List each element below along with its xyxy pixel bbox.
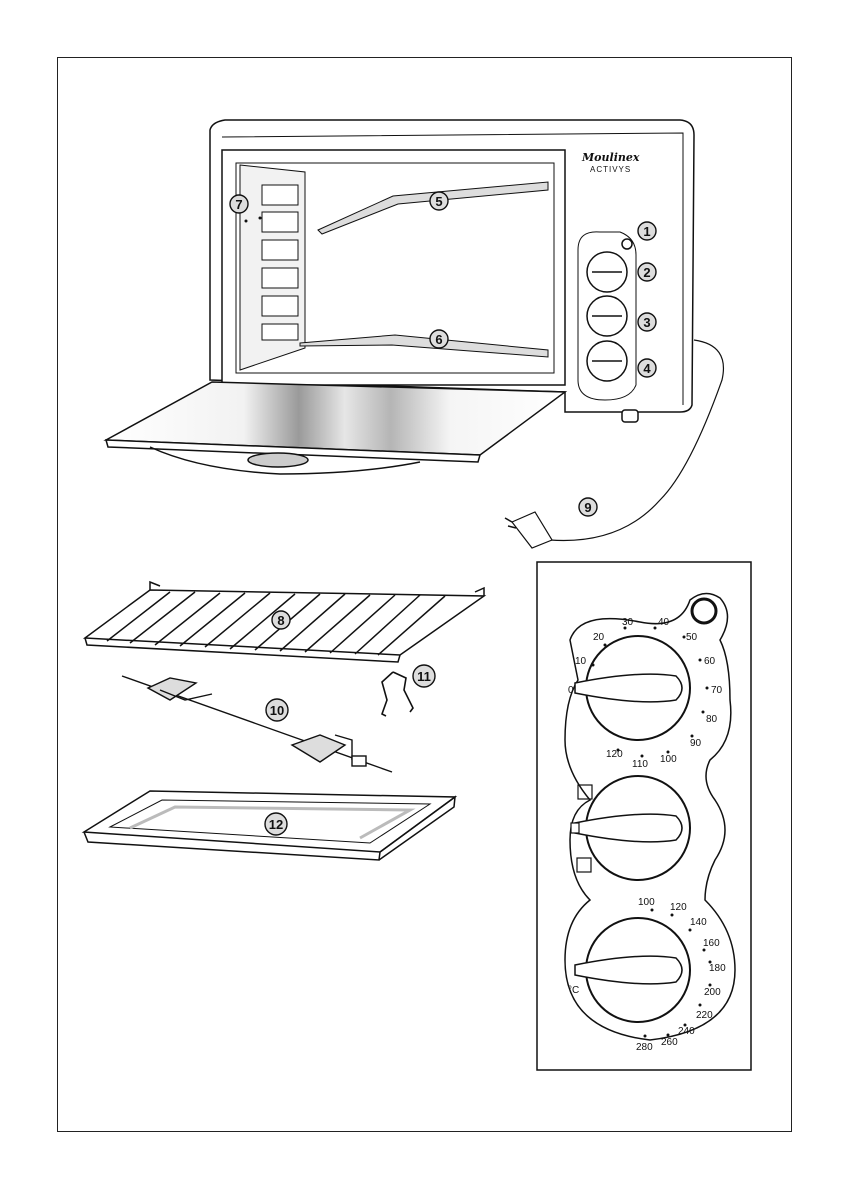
timer-tick: 70	[711, 685, 723, 696]
temperature-tick: 240	[678, 1026, 695, 1037]
temperature-tick: 220	[696, 1010, 713, 1021]
timer-tick: 100	[660, 754, 677, 765]
timer-tick: 10	[575, 656, 587, 667]
temperature-tick: 120	[670, 902, 687, 913]
rotisserie-spit	[122, 676, 392, 772]
callout-1: 1	[643, 224, 650, 239]
timer-tick: 90	[690, 738, 702, 749]
timer-tick: 40	[658, 617, 670, 628]
timer-tick: 120	[606, 749, 623, 760]
callout-7: 7	[235, 197, 242, 212]
callout-5: 5	[435, 194, 442, 209]
power-plug	[512, 512, 552, 548]
callout-11: 11	[417, 669, 431, 684]
timer-tick: 60	[704, 656, 716, 667]
callout-2: 2	[643, 265, 650, 280]
callout-6: 6	[435, 332, 442, 347]
brand-logo: Moulinex	[581, 151, 640, 164]
callout-12: 12	[269, 817, 283, 832]
timer-tick: 20	[593, 632, 605, 643]
timer-tick: 0	[568, 685, 574, 696]
oven-foot	[622, 410, 638, 422]
temperature-unit: °C	[568, 985, 579, 996]
temperature-tick: 200	[704, 987, 721, 998]
temperature-tick: 140	[690, 917, 707, 928]
callout-10: 10	[270, 703, 284, 718]
callout-4: 4	[643, 361, 651, 376]
timer-tick: 50	[686, 632, 698, 643]
door-handle-grip	[248, 453, 308, 467]
spit-handle-fork	[382, 672, 413, 716]
temperature-tick: 160	[703, 938, 720, 949]
oven-illustration	[106, 120, 723, 548]
callout-3: 3	[643, 315, 650, 330]
timer-tick: 80	[706, 714, 718, 725]
brand-model: ACTIVYS	[590, 165, 631, 174]
temperature-tick: 100	[638, 897, 655, 908]
timer-tick: 110	[632, 759, 648, 770]
temperature-tick: 260	[661, 1037, 678, 1048]
timer-tick: 30	[622, 617, 634, 628]
temperature-tick: 280	[636, 1042, 653, 1053]
temperature-tick: 180	[709, 963, 726, 974]
callout-8: 8	[277, 613, 284, 628]
callout-9: 9	[584, 500, 591, 515]
